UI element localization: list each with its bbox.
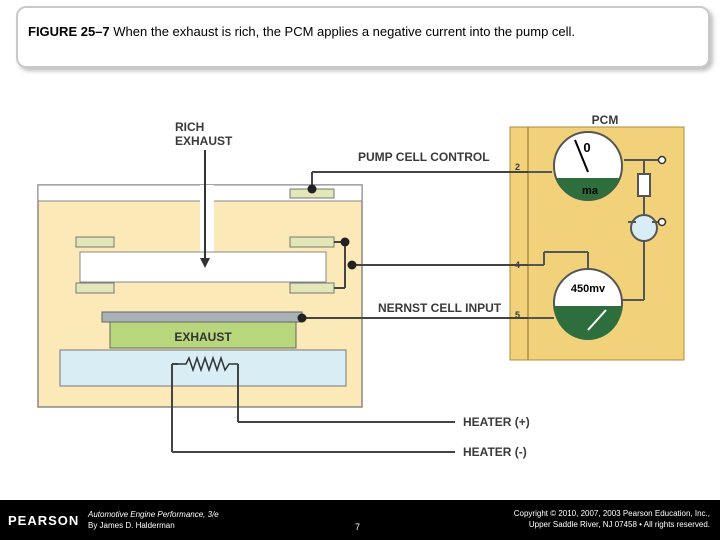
exhaust-chamber	[109, 321, 297, 349]
exhaust-label: EXHAUST	[174, 330, 232, 344]
heater-minus-label: HEATER (-)	[463, 445, 527, 459]
ma-gauge: 0 ma	[553, 131, 623, 201]
heater-element	[59, 349, 347, 387]
ma-gauge-zero: 0	[583, 140, 590, 155]
footer: PEARSON Automotive Engine Performance, 3…	[0, 500, 720, 540]
ma-gauge-unit: ma	[582, 185, 599, 197]
mv-gauge-reading: 450mv	[571, 283, 606, 295]
figure-caption: FIGURE 25–7 When the exhaust is rich, th…	[28, 24, 575, 39]
copyright: Copyright © 2010, 2007, 2003 Pearson Edu…	[514, 508, 710, 530]
pcm-label: PCM	[592, 113, 619, 127]
wiring	[171, 171, 528, 453]
pcm-node-mid	[657, 217, 667, 227]
diffusion-chamber	[79, 251, 327, 283]
pump-cell-control-label: PUMP CELL CONTROL	[358, 150, 490, 164]
pin-5-label: 5	[515, 310, 520, 320]
electrode-right-upper	[289, 236, 335, 248]
electrode-left-upper	[75, 236, 115, 248]
pcm-circuit	[528, 159, 662, 319]
pearson-logo: PEARSON	[8, 513, 80, 528]
figure-text: When the exhaust is rich, the PCM applie…	[113, 24, 576, 39]
electrode-left-lower	[75, 282, 115, 294]
nernst-node-upper	[340, 237, 350, 247]
caption-box: FIGURE 25–7 When the exhaust is rich, th…	[16, 6, 710, 68]
pump-cell-node	[307, 184, 317, 194]
mv-gauge: 450mv	[553, 268, 623, 340]
exhaust-inlet-gap	[200, 185, 214, 255]
pcm-node-top	[657, 155, 667, 165]
electrode-right-lower	[289, 282, 335, 294]
nernst-node-lower	[297, 313, 307, 323]
rich-exhaust-arrowhead	[200, 258, 210, 268]
rich-exhaust-label-1: RICH	[175, 120, 204, 134]
reference-plate	[101, 311, 303, 323]
heater-plus-label: HEATER (+)	[463, 415, 530, 429]
book-title: Automotive Engine Performance, 3/e	[88, 510, 219, 519]
sensor-diagram: PCM 2 4 5 0 ma 450mv	[37, 113, 685, 459]
copyright-line-1: Copyright © 2010, 2007, 2003 Pearson Edu…	[513, 509, 710, 518]
page-number: 7	[355, 522, 361, 532]
book-info: Automotive Engine Performance, 3/e By Ja…	[88, 509, 219, 531]
pin-2-label: 2	[515, 162, 520, 172]
heater-coil	[178, 355, 238, 373]
figure-number: FIGURE 25–7	[28, 24, 110, 39]
book-author: By James D. Halderman	[88, 521, 175, 530]
copyright-line-2: Upper Saddle River, NJ 07458 • All right…	[528, 520, 710, 529]
rich-exhaust-label-2: EXHAUST	[175, 134, 233, 148]
nernst-cell-input-label: NERNST CELL INPUT	[378, 301, 502, 315]
nernst-node-mid	[347, 260, 357, 270]
